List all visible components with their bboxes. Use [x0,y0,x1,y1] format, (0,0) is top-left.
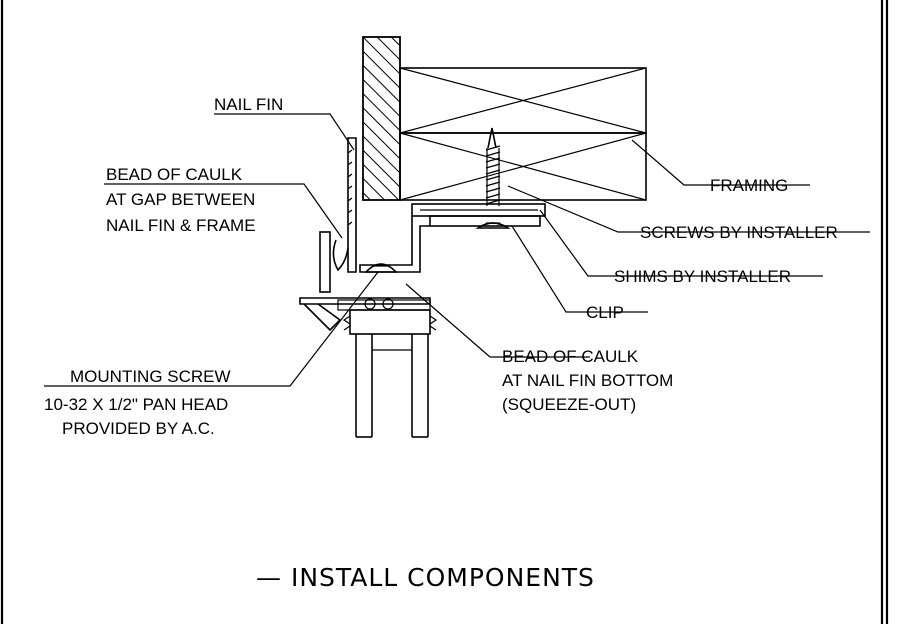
label-mounting-screw-line2: 10-32 X 1/2" PAN HEAD [44,395,228,414]
window-frame [299,297,438,438]
label-bead-caulk-bottom-line2: AT NAIL FIN BOTTOM [502,371,673,390]
drawing-title: — INSTALL COMPONENTS [256,563,595,592]
label-nail-fin: NAIL FIN [214,95,283,114]
label-bead-caulk-gap-line3: NAIL FIN & FRAME [106,216,256,235]
caulk-bead-gap [319,231,349,293]
label-bead-caulk-gap-line1: BEAD OF CAULK [106,165,243,184]
clip [359,215,541,273]
wall-stud [362,36,401,201]
label-screws-by-installer: SCREWS BY INSTALLER [640,223,838,242]
nail-fin [347,137,357,273]
label-framing: FRAMING [710,176,788,195]
installer-screw [475,127,511,229]
label-bead-caulk-bottom-line1: BEAD OF CAULK [502,347,639,366]
label-bead-caulk-bottom-line3: (SQUEEZE-OUT) [502,395,636,414]
label-bead-caulk-gap-line2: AT GAP BETWEEN [106,190,255,209]
shim [411,203,546,217]
framing-member [399,67,647,201]
label-clip: CLIP [586,303,624,322]
label-mounting-screw-line3: PROVIDED BY A.C. [62,419,215,438]
label-mounting-screw-line1: MOUNTING SCREW [70,367,231,386]
leader-lines [44,113,870,387]
label-shims-by-installer: SHIMS BY INSTALLER [614,267,791,286]
mounting-screw-head [364,263,398,273]
